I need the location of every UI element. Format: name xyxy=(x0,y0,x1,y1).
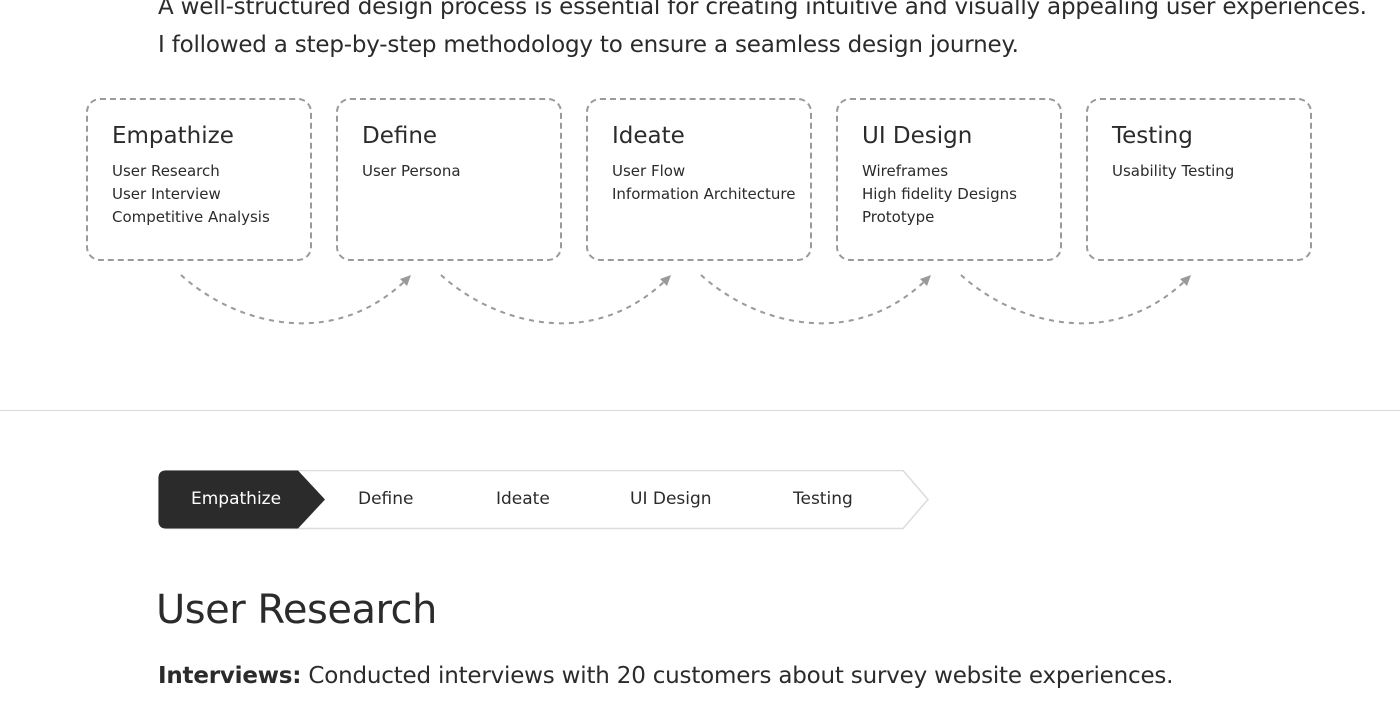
step-tab-ideate[interactable]: Ideate xyxy=(496,489,550,509)
process-card-empathize: Empathize User Research User Interview C… xyxy=(86,98,312,261)
intro-text: A well-structured design process is esse… xyxy=(158,0,1367,64)
card-item: Competitive Analysis xyxy=(112,208,270,226)
process-connector-arrows xyxy=(180,274,1191,325)
arrowhead-icon xyxy=(400,275,411,286)
step-tab-empathize[interactable]: Empathize xyxy=(191,489,282,509)
card-title: Ideate xyxy=(612,123,685,149)
card-title: Testing xyxy=(1112,123,1193,149)
process-card-testing: Testing Usability Testing xyxy=(1086,98,1312,261)
card-item: User Flow xyxy=(612,162,686,180)
step-tab-define[interactable]: Define xyxy=(358,489,414,509)
card-title: Define xyxy=(362,123,438,149)
interviews-label: Interviews: xyxy=(158,663,302,689)
process-card-ideate: Ideate User Flow Information Architectur… xyxy=(586,98,812,261)
section-divider xyxy=(0,410,1400,411)
card-item: User Interview xyxy=(112,185,221,203)
step-tab-bar xyxy=(158,470,929,530)
process-card-ui-design: UI Design Wireframes High fidelity Desig… xyxy=(836,98,1062,261)
card-item: Information Architecture xyxy=(612,185,796,203)
card-item: Prototype xyxy=(862,208,935,226)
card-title: Empathize xyxy=(112,123,234,149)
interviews-paragraph: Interviews: Conducted interviews with 20… xyxy=(158,658,1173,694)
connector-arrow xyxy=(960,274,1189,325)
card-item: Wireframes xyxy=(862,162,949,180)
card-item: Usability Testing xyxy=(1112,162,1235,180)
card-title: UI Design xyxy=(862,123,973,149)
connector-arrow xyxy=(440,274,669,325)
connector-arrow xyxy=(700,274,929,325)
card-item: User Persona xyxy=(362,162,461,180)
card-item: High fidelity Designs xyxy=(862,185,1017,203)
interviews-text: Conducted interviews with 20 customers a… xyxy=(301,663,1174,689)
arrowhead-icon xyxy=(660,275,671,286)
card-item: User Research xyxy=(112,162,220,180)
connector-arrow xyxy=(180,274,409,325)
process-card-define: Define User Persona xyxy=(336,98,562,261)
step-tab-ui-design[interactable]: UI Design xyxy=(630,489,712,509)
section-title: User Research xyxy=(156,587,437,633)
step-tab-active-bg xyxy=(158,470,325,529)
intro-line-1: A well-structured design process is esse… xyxy=(158,0,1367,20)
arrowhead-icon xyxy=(920,275,931,286)
intro-line-2: I followed a step-by-step methodology to… xyxy=(158,32,1019,58)
step-tab-testing[interactable]: Testing xyxy=(793,489,853,509)
arrowhead-icon xyxy=(1180,275,1191,286)
